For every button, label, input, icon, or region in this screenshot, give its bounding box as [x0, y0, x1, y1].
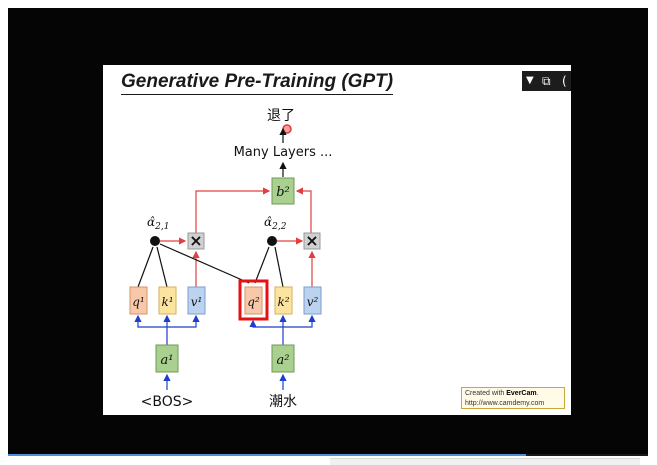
attention-node-22: [267, 236, 277, 246]
dropdown-icon[interactable]: ▼: [526, 75, 534, 86]
b2-label: b²: [276, 185, 290, 200]
multiply-box-1: [187, 232, 205, 250]
many-layers-label: Many Layers ...: [234, 145, 333, 160]
lecture-slide: Generative Pre-Training (GPT) 退了 Many La…: [103, 65, 571, 415]
multiply-sign-2: ×: [305, 231, 318, 250]
line-q1-to-node21: [137, 246, 154, 288]
q2-label: q²: [247, 295, 260, 309]
output-token: 退了: [267, 108, 295, 124]
gpt-diagram: 退了 Many Layers ... b² α̂2,1 α̂2,2 ×: [129, 108, 333, 410]
blue-projection-a2: [249, 314, 316, 345]
a1-box: [155, 344, 179, 373]
v2-label: v²: [307, 295, 319, 309]
player-corner-controls: ▼ ⧉ (: [522, 71, 571, 91]
q2-box: [244, 286, 263, 315]
video-player[interactable]: Generative Pre-Training (GPT) 退了 Many La…: [8, 8, 648, 454]
alpha-21-label: α̂2,1: [147, 215, 169, 232]
q1-box: [129, 286, 148, 315]
line-q2-to-node22: [254, 246, 270, 284]
b2-box: [271, 177, 295, 205]
attention-node-21: [150, 236, 160, 246]
red-path-right: [295, 187, 312, 233]
k1-box: [158, 286, 177, 315]
fullscreen-icon[interactable]: (: [562, 74, 567, 88]
input-token-bos: <BOS>: [141, 394, 194, 410]
video-progress-bar[interactable]: [8, 454, 648, 456]
q1-label: q¹: [132, 295, 145, 309]
a2-label: a²: [277, 353, 290, 368]
line-q2-to-node21: [159, 243, 250, 284]
v1-box: [187, 286, 206, 315]
evercam-watermark: Created with EverCam. http://www.camdemy…: [461, 387, 565, 409]
alpha-22-label: α̂2,2: [264, 215, 287, 232]
multiply-box-2: [303, 232, 321, 250]
line-k1-to-node21: [156, 246, 168, 288]
k2-box: [274, 286, 293, 315]
v2-box: [303, 286, 322, 315]
q2-highlight-frame: [238, 279, 269, 321]
input-token-2: 潮水: [269, 394, 297, 410]
slide-title: Generative Pre-Training (GPT): [121, 71, 394, 95]
red-path-left: [195, 187, 271, 233]
blue-projection-a1: [134, 314, 200, 345]
k1-label: k¹: [161, 295, 173, 309]
line-k2-to-node22: [274, 246, 284, 288]
pointer-dot: [282, 124, 292, 134]
v1-label: v¹: [191, 295, 203, 309]
restore-window-icon[interactable]: ⧉: [542, 74, 551, 88]
multiply-sign-1: ×: [189, 231, 202, 250]
a1-label: a¹: [161, 353, 174, 368]
page-bottom-strip: [330, 458, 640, 465]
a2-box: [271, 344, 295, 373]
k2-label: k²: [277, 295, 289, 309]
video-progress-fill: [8, 454, 527, 456]
